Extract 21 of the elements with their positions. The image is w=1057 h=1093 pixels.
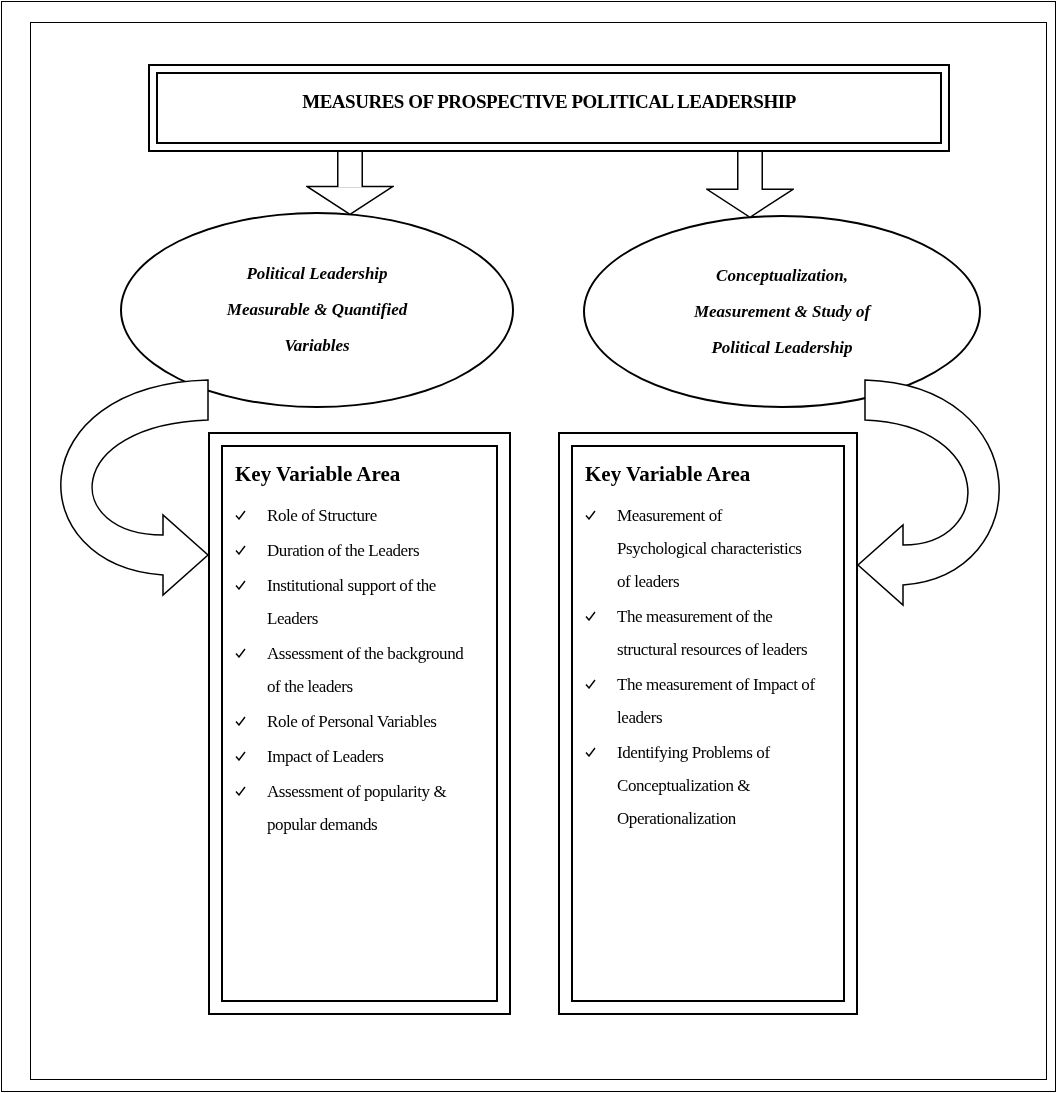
list-item: Duration of the Leaders xyxy=(267,539,420,562)
list-heading: Key Variable Area xyxy=(585,461,752,488)
list-item: Role of Personal Variables xyxy=(267,710,437,733)
list-item: Measurement of Psychological characteristics of leaders xyxy=(617,504,803,593)
block-arrow xyxy=(60,379,209,596)
list-item: Assessment of the background of the leaders xyxy=(267,642,465,698)
ellipse-text: Political Leadership Measurable & Quantified Variables xyxy=(225,263,409,357)
list-item: Impact of Leaders xyxy=(267,745,384,768)
list-item: Role of Structure xyxy=(267,504,377,527)
list-heading: Key Variable Area xyxy=(235,461,402,488)
list-item: Institutional support of the Leaders xyxy=(267,574,437,630)
title-box xyxy=(148,64,950,152)
list-item: The measurement of Impact of leaders xyxy=(617,673,815,729)
list-item: Identifying Problems of Conceptualization & Operationalization xyxy=(617,741,772,830)
list-item: Assessment of popularity & popular demands xyxy=(267,780,448,836)
ellipse-text: Conceptualization, Measurement & Study of Political Leadership xyxy=(692,264,873,359)
block-arrow xyxy=(857,379,1000,606)
title-text: MEASURES OF PROSPECTIVE POLITICAL LEADERSHIP xyxy=(302,90,796,114)
list-box xyxy=(558,432,858,1015)
list-item: The measurement of the structural resources of leaders xyxy=(617,605,809,661)
list-box xyxy=(208,432,511,1015)
